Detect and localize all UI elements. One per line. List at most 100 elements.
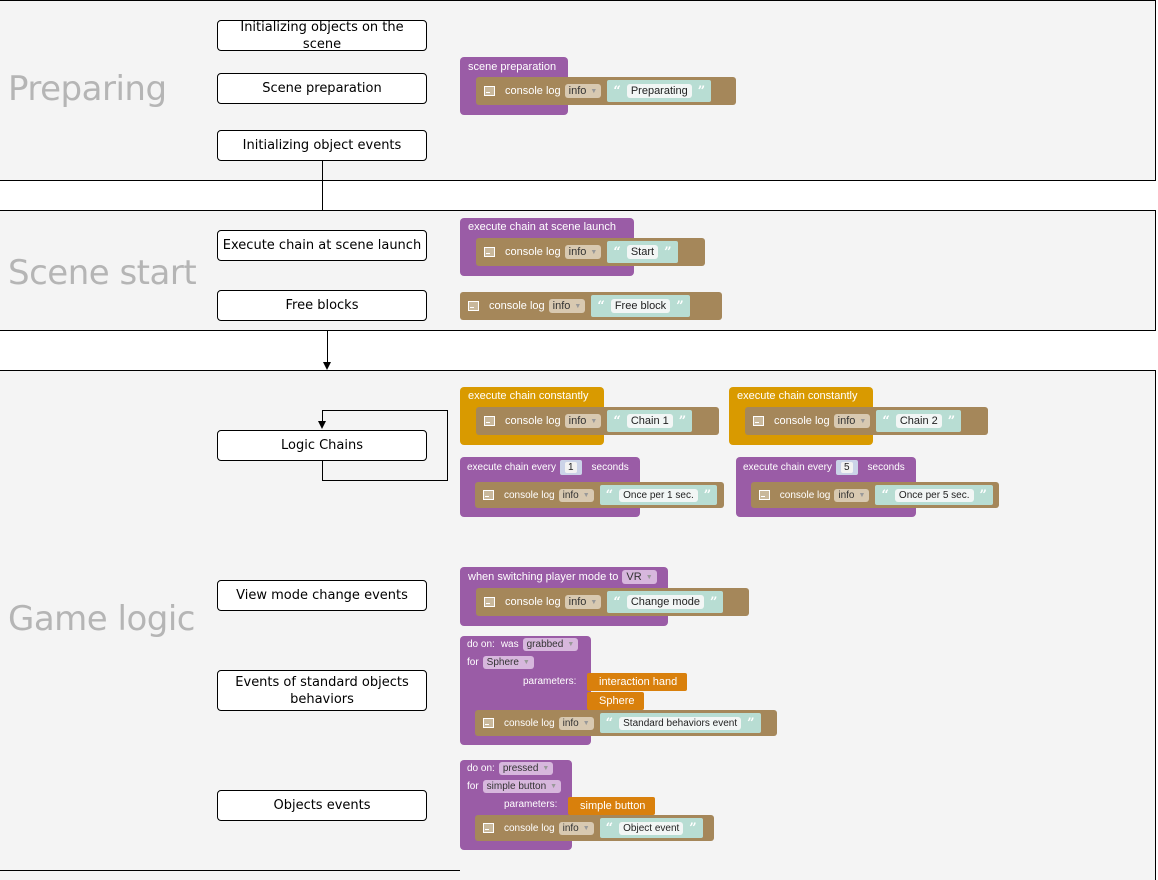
string-value[interactable]: Once per 5 sec.: [894, 488, 974, 502]
caret-down-icon: ▼: [582, 719, 590, 727]
console-log-block: console log info▼ “ Free block ”: [460, 292, 722, 320]
step-initializing-objects: Initializing objects on the scene: [217, 20, 427, 52]
log-level-value: info: [562, 717, 579, 729]
console-log-block: console log info▼ “Once per 1 sec.”: [475, 482, 724, 508]
caret-down-icon: ▼: [542, 765, 550, 772]
log-level-dropdown[interactable]: info▼: [558, 821, 594, 835]
open-quote-icon: “: [881, 487, 889, 503]
console-log-block: console log info▼ “Change mode”: [476, 588, 749, 616]
log-level-dropdown[interactable]: info▼: [833, 414, 871, 428]
step-initializing-object-events: Initializing object events: [217, 130, 427, 161]
step-objects-events: Objects events: [217, 790, 427, 821]
object-value: Sphere: [486, 657, 519, 668]
open-quote-icon: “: [613, 244, 621, 260]
string-value[interactable]: Change mode: [626, 595, 704, 609]
caret-down-icon: ▼: [582, 491, 590, 499]
object-dropdown[interactable]: simple button▼: [482, 780, 562, 793]
mode-value: VR: [626, 571, 642, 583]
close-quote-icon: ”: [979, 487, 987, 503]
string-value[interactable]: Preparating: [626, 84, 692, 98]
log-level-value: info: [568, 246, 587, 258]
caret-down-icon: ▼: [590, 248, 598, 256]
loop-line: [447, 410, 448, 481]
open-quote-icon: “: [597, 298, 605, 314]
step-standard-behaviors: Events of standard objects behaviors: [217, 670, 427, 711]
string-value[interactable]: Start: [626, 245, 659, 259]
string-value[interactable]: Chain 2: [895, 414, 942, 428]
parameters-label: parameters:: [523, 676, 577, 687]
log-level-dropdown[interactable]: info▼: [564, 84, 602, 98]
log-level-dropdown[interactable]: info▼: [564, 414, 602, 428]
string-value[interactable]: Once per 1 sec.: [619, 488, 698, 502]
interval-input[interactable]: 5: [835, 460, 858, 475]
log-level-value: info: [552, 300, 571, 312]
open-quote-icon: “: [605, 487, 614, 503]
caret-down-icon: ▼: [590, 417, 598, 425]
caret-down-icon: ▼: [567, 641, 575, 648]
console-log-block: console log info▼ “Chain 2”: [745, 407, 988, 435]
string-block: “ Free block ”: [591, 295, 690, 317]
connector-line: [327, 331, 328, 362]
console-log-block: console log info▼ “Chain 1”: [476, 407, 719, 435]
string-block: “Standard behaviors event”: [599, 713, 761, 733]
string-block: “Change mode”: [607, 591, 724, 613]
log-level-dropdown[interactable]: info▼: [558, 488, 594, 502]
terminal-icon: [483, 718, 494, 728]
log-label: console log: [505, 85, 561, 97]
do-on-label: do on:: [467, 763, 495, 774]
string-block: “Start”: [607, 241, 678, 263]
param-interaction-hand[interactable]: interaction hand: [587, 673, 688, 691]
param-simple-button[interactable]: simple button: [568, 797, 656, 815]
log-level-dropdown[interactable]: info▼: [564, 595, 602, 609]
caret-down-icon: ▼: [590, 598, 598, 606]
log-level-dropdown[interactable]: info▼: [834, 488, 870, 502]
log-label: console log: [504, 489, 555, 501]
log-level-value: info: [562, 489, 579, 501]
hat-prefix: execute chain every: [743, 462, 832, 473]
caret-down-icon: ▼: [645, 573, 653, 581]
step-free-blocks: Free blocks: [217, 290, 427, 321]
section-title: Scene start: [8, 253, 197, 293]
console-log-block: console log info▼ “Once per 5 sec.”: [751, 482, 999, 508]
terminal-icon: [484, 416, 495, 426]
log-level-dropdown[interactable]: info▼: [558, 716, 594, 730]
param-sphere[interactable]: Sphere: [587, 692, 645, 710]
string-value[interactable]: Chain 1: [626, 414, 673, 428]
terminal-icon: [483, 823, 494, 833]
object-dropdown[interactable]: Sphere▼: [482, 656, 534, 669]
log-level-value: info: [568, 596, 587, 608]
log-level-dropdown[interactable]: info▼: [564, 245, 602, 259]
hat-suffix: seconds: [867, 462, 905, 473]
arrow-head: [318, 421, 326, 429]
log-label: console log: [774, 415, 830, 427]
terminal-icon: [484, 86, 495, 96]
mode-dropdown[interactable]: VR▼: [622, 570, 657, 584]
event-value: pressed: [502, 763, 539, 774]
string-value[interactable]: Object event: [619, 821, 684, 835]
do-on-label: do on:: [467, 639, 495, 650]
string-block: “ Once per 5 sec. ”: [875, 485, 993, 505]
interval-value: 5: [840, 462, 853, 473]
close-quote-icon: ”: [676, 298, 684, 314]
event-dropdown[interactable]: pressed▼: [498, 762, 554, 775]
open-quote-icon: “: [613, 83, 621, 99]
event-dropdown[interactable]: grabbed▼: [522, 638, 579, 651]
was-label: was: [500, 639, 519, 650]
string-value[interactable]: Free block: [610, 299, 671, 313]
object-value: simple button: [486, 781, 547, 792]
log-label: console log: [489, 300, 545, 312]
log-level-value: info: [562, 822, 579, 834]
log-level-value: info: [568, 85, 587, 97]
interval-input[interactable]: 1: [559, 460, 582, 475]
hat-label: when switching player mode to VR▼: [468, 570, 657, 584]
terminal-icon: [753, 416, 764, 426]
for-label: for: [467, 781, 479, 792]
step-logic-chains: Logic Chains: [217, 430, 427, 461]
console-log-block: console log info▼ “Preparating”: [476, 77, 736, 105]
caret-down-icon: ▼: [590, 87, 598, 95]
terminal-icon: [759, 490, 770, 500]
string-value[interactable]: Standard behaviors event: [619, 716, 742, 730]
terminal-icon: [468, 301, 479, 311]
close-quote-icon: ”: [678, 413, 687, 429]
log-level-dropdown[interactable]: info▼: [548, 299, 586, 313]
